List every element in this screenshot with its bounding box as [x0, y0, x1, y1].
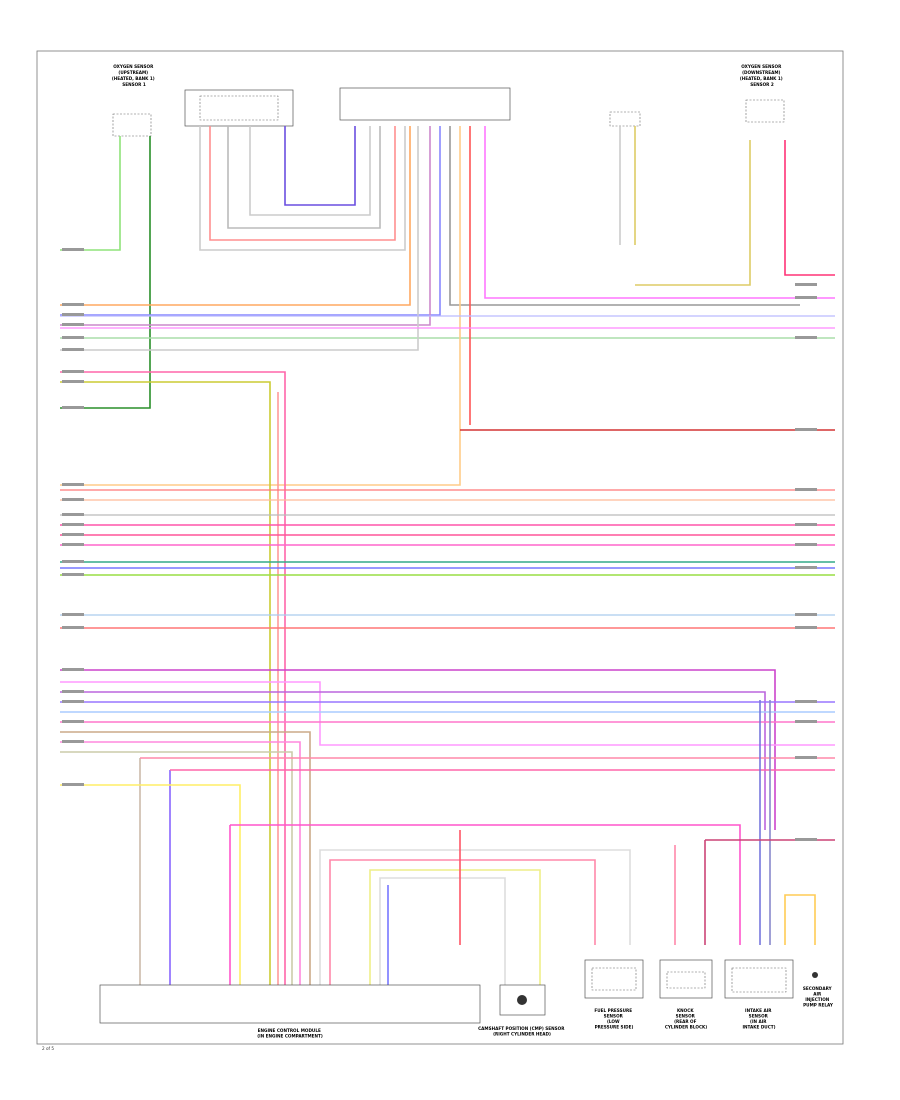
downstream-sensor-line-3: (HEATED, BANK 1) [740, 76, 783, 81]
upstream-sensor-line-1: OXYGEN SENSOR [113, 64, 154, 69]
fuel-pressure-sensor: FUEL PRESSURE SENSOR (LOW PRESSURE SIDE) [584, 959, 644, 1030]
wire-tags [62, 248, 817, 841]
svg-text:OXYGEN SENSOR (UPSTREAM): OXYGEN SENSOR (UPSTREAM) (HEATED, BANK 1… [112, 64, 156, 87]
downstream-sensor-line-4: SENSOR 2 [750, 82, 774, 87]
cmp-line-1: CAMSHAFT POSITION (CMP) SENSOR [478, 1026, 565, 1031]
relay-line-4: PUMP RELAY [803, 1003, 834, 1008]
cmp-line-2: (RIGHT CYLINDER HEAD) [493, 1032, 551, 1037]
intake-sensor-line-3: (IN AIR [750, 1019, 767, 1024]
connector-box-b [339, 87, 511, 121]
svg-text:ENGINE CONTROL MODULE (I: ENGINE CONTROL MODULE (IN ENGINE COMPART… [257, 1028, 323, 1039]
fuel-pressure-line-4: PRESSURE SIDE) [595, 1025, 634, 1030]
engine-control-module: ENGINE CONTROL MODULE (IN ENGINE COMPART… [99, 984, 481, 1039]
fuel-pressure-line-2: SENSOR [604, 1014, 624, 1019]
relay-line-2: AIR [813, 992, 822, 997]
knock-sensor-line-4: CYLINDER BLOCK) [665, 1025, 707, 1030]
fuel-pressure-line-3: (LOW [607, 1019, 620, 1024]
intake-sensor-line-2: SENSOR [749, 1014, 769, 1019]
ecm-line-1: ENGINE CONTROL MODULE [258, 1028, 321, 1033]
connector-box-a-inner [199, 95, 279, 121]
downstream-oxygen-sensor: OXYGEN SENSOR (DOWNSTREAM) (HEATED, BANK… [740, 64, 785, 123]
intake-air-sensor: INTAKE AIR SENSOR (IN AIR INTAKE DUCT) [724, 959, 794, 1030]
fuel-pressure-line-1: FUEL PRESSURE [594, 1008, 632, 1013]
page-reference: 2 of 5 [42, 1046, 54, 1051]
relay-line-3: INJECTION [805, 997, 830, 1002]
wire-group [60, 126, 835, 985]
downstream-sensor-line-1: OXYGEN SENSOR [741, 64, 782, 69]
svg-text:KNOCK SENSOR (REAR: KNOCK SENSOR (REAR OF CYLINDER BLOCK) [665, 1008, 707, 1030]
upstream-oxygen-sensor: OXYGEN SENSOR (UPSTREAM) (HEATED, BANK 1… [112, 64, 156, 137]
relay-line-1: SECONDARY [803, 986, 833, 991]
connector-box-a [184, 89, 294, 127]
svg-text:INTAKE AIR SENSOR: INTAKE AIR SENSOR (IN AIR INTAKE DUCT) [742, 1008, 775, 1030]
upstream-sensor-line-2: (UPSTREAM) [118, 70, 148, 75]
downstream-sensor-line-2: (DOWNSTREAM) [742, 70, 780, 75]
intake-sensor-line-4: INTAKE DUCT) [742, 1025, 775, 1030]
connector-box-c [609, 111, 641, 127]
knock-sensor-line-2: SENSOR [676, 1014, 696, 1019]
upstream-sensor-line-3: (HEATED, BANK 1) [112, 76, 155, 81]
upstream-sensor-line-4: SENSOR 1 [122, 82, 146, 87]
secondary-air-pump-relay: SECONDARY AIR INJECTION PUMP RELAY [803, 972, 834, 1008]
svg-text:OXYGEN SENSOR (DOWNSTREA: OXYGEN SENSOR (DOWNSTREAM) (HEATED, BANK… [740, 64, 784, 87]
diagram-frame [36, 50, 844, 1045]
knock-sensor-line-3: (REAR OF [674, 1019, 696, 1024]
svg-text:FUEL PRESSURE SENSOR: FUEL PRESSURE SENSOR (LOW PRESSURE SIDE) [594, 1008, 633, 1030]
ecm-line-2: (IN ENGINE COMPARTMENT) [257, 1034, 323, 1039]
knock-sensor-line-1: KNOCK [677, 1008, 694, 1013]
svg-text:CAMSHAFT POSITION (CMP) SENSOR: CAMSHAFT POSITION (CMP) SENSOR (RIGHT CY… [478, 1026, 566, 1037]
intake-sensor-line-1: INTAKE AIR [745, 1008, 772, 1013]
knock-sensor: KNOCK SENSOR (REAR OF CYLINDER BLOCK) [659, 959, 713, 1030]
svg-text:SECONDARY AIR INJE: SECONDARY AIR INJECTION PUMP RELAY [803, 986, 834, 1008]
camshaft-position-sensor: CAMSHAFT POSITION (CMP) SENSOR (RIGHT CY… [478, 984, 566, 1037]
